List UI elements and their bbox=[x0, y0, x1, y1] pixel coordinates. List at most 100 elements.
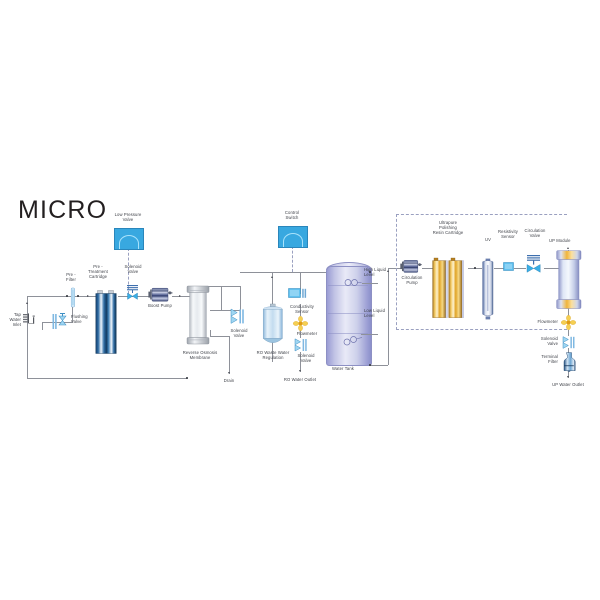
pipe-ro-permeate-up bbox=[221, 286, 222, 310]
arrow-boostpump-out bbox=[179, 294, 181, 297]
pipe-waste-feed bbox=[240, 272, 272, 273]
uv-lamp-icon bbox=[480, 258, 496, 320]
pipe-bottom-left bbox=[27, 378, 187, 379]
flowmeter-1-icon bbox=[293, 316, 308, 331]
pipe-prefilter-to-cart bbox=[72, 296, 97, 297]
circulation-pump-label: Circulation Pump bbox=[401, 275, 423, 286]
lead-high-liquid-level bbox=[362, 282, 378, 284]
tap-water-label: Tap Water Inlet bbox=[9, 312, 21, 328]
circulation-pump-icon bbox=[400, 258, 424, 278]
water-tank-label: Water Tank bbox=[332, 366, 354, 371]
solenoid-valve-2-label: Solenoid Valve bbox=[230, 328, 248, 339]
up-module bbox=[556, 250, 582, 310]
arrow-up-water-outlet bbox=[566, 376, 569, 378]
high-liquid-level-label: High Liquid Level bbox=[364, 267, 387, 278]
pipe-ro-permeate-out bbox=[210, 310, 240, 311]
pre-treatment-cartridge-label: Pre - Treatment Cartridge bbox=[88, 264, 108, 280]
pipe-tank-inlet bbox=[300, 272, 301, 294]
pipe-prefilter-drop bbox=[72, 296, 73, 322]
pipe-tap-riser bbox=[27, 296, 28, 378]
pipe-flushing-drop bbox=[42, 322, 43, 330]
high-liquid-level-float bbox=[344, 278, 362, 288]
low-liquid-level-float bbox=[343, 335, 363, 347]
node-prefilter-out bbox=[77, 295, 79, 297]
circulation-loop-boundary bbox=[396, 214, 567, 330]
pipe-flowmeter-down bbox=[300, 330, 301, 338]
arrow-up-module-feed bbox=[566, 247, 569, 249]
solenoid-valve-3-icon[interactable] bbox=[294, 338, 310, 353]
gauge-arc bbox=[282, 233, 304, 247]
ro-waste-water-regulation-housing bbox=[262, 303, 284, 346]
circulation-valve-icon[interactable] bbox=[524, 254, 544, 276]
flushing-valve-icon[interactable] bbox=[52, 312, 70, 332]
pipe-up-to-flowmeter bbox=[568, 308, 569, 316]
node-tank-outlet bbox=[369, 364, 371, 366]
ro-water-outlet-label: RO Water Outlet bbox=[283, 377, 317, 382]
pipe-control-bus bbox=[272, 272, 370, 273]
up-water-outlet-label: UP Water Outlet bbox=[552, 382, 584, 387]
conductivity-sensor-icon[interactable] bbox=[288, 288, 308, 304]
arrow-drain bbox=[227, 372, 230, 374]
pipe-waste-down bbox=[272, 342, 273, 362]
reverse-osmosis-membrane-label: Reverse Osmosis Membrane bbox=[182, 350, 218, 361]
lead-low-liquid-level bbox=[361, 334, 378, 335]
pipe-pump-to-resin bbox=[422, 268, 434, 269]
arrow-waste-riser bbox=[270, 276, 273, 278]
pipe-sensor-to-valve bbox=[514, 268, 526, 269]
drain-label: Drain bbox=[223, 378, 235, 383]
solenoid-valve-1-label: Solenoid Valve bbox=[124, 264, 142, 275]
solenoid-valve-4-icon[interactable] bbox=[562, 336, 578, 350]
pipe-solenoid-to-terminal bbox=[568, 348, 569, 354]
pipe-terminal-to-outlet bbox=[568, 370, 569, 378]
arrow-ro-water-outlet bbox=[298, 370, 301, 372]
low-pressure-valve-label: Low Pressure Valve bbox=[114, 212, 142, 223]
flowmeter-2-label: Flowmeter bbox=[537, 319, 558, 324]
terminal-filter-label: Terminal Filter bbox=[541, 354, 558, 365]
tap-water-inlet-icon bbox=[22, 310, 38, 330]
pre-treatment-cartridge bbox=[95, 290, 119, 356]
ultrapure-polishing-resin-cartridge-label: Ultrapure Polishing Resin Cartridge bbox=[432, 220, 464, 236]
gauge-arc bbox=[118, 235, 140, 249]
circulation-valve-label: Circulation Valve bbox=[524, 228, 546, 239]
reverse-osmosis-membrane bbox=[186, 285, 212, 347]
pipe-tap-to-prefilter bbox=[27, 296, 95, 297]
pipe-ro-concentrate bbox=[240, 286, 241, 310]
flowmeter-1-label: Flowmeter bbox=[296, 331, 318, 336]
conductivity-sensor-label: Conductivity Sensor bbox=[289, 304, 314, 315]
node-resin-to-uv bbox=[474, 267, 476, 269]
pipe-to-circpump bbox=[388, 268, 402, 269]
flushing-valve-label: Flushing Valve bbox=[71, 314, 88, 325]
low-pressure-valve-gauge[interactable] bbox=[114, 228, 144, 250]
solenoid-valve-1-icon[interactable] bbox=[125, 284, 141, 302]
pipe-flushing-line bbox=[42, 322, 72, 323]
uv-label: UV bbox=[484, 237, 492, 242]
control-switch-gauge[interactable] bbox=[278, 226, 308, 248]
arrow-tap-riser bbox=[26, 302, 29, 304]
boost-pump-icon bbox=[148, 286, 174, 306]
arrow-prefilter-flow bbox=[87, 294, 89, 297]
pipe-uv-to-sensor bbox=[494, 268, 506, 269]
node-ro-bottom bbox=[186, 377, 188, 379]
pipe-pump-to-ro bbox=[172, 296, 196, 297]
pipe-valve-to-up bbox=[544, 268, 568, 269]
tank-seam-2 bbox=[328, 313, 368, 314]
pipe-tank-outlet-riser bbox=[388, 268, 389, 365]
tank-seam-3 bbox=[328, 333, 368, 334]
ro-waste-water-regulation-label: RO Waste Water Regulation bbox=[256, 350, 290, 361]
terminal-filter-icon bbox=[561, 352, 577, 372]
pipe-ro-outlet-down bbox=[300, 352, 301, 372]
solenoid-valve-2-icon[interactable] bbox=[230, 308, 246, 326]
pipe-ro-bottom bbox=[210, 336, 229, 337]
pipe-tank-outlet bbox=[370, 365, 388, 366]
signal-control-switch bbox=[292, 246, 293, 272]
resistivity-sensor-icon[interactable] bbox=[503, 262, 515, 273]
node-prefilter-in bbox=[66, 295, 68, 297]
water-tank bbox=[326, 266, 372, 366]
pipe-conductivity-down bbox=[300, 304, 301, 316]
flowmeter-2-icon bbox=[561, 315, 576, 330]
ultrapure-polishing-resin-cartridge bbox=[432, 257, 470, 320]
boost-pump-label: Boost Pump bbox=[148, 303, 172, 308]
up-module-label: UP Module bbox=[549, 238, 571, 243]
pipe-solenoid-to-pump bbox=[140, 296, 150, 297]
node-bus-tank bbox=[369, 271, 371, 273]
